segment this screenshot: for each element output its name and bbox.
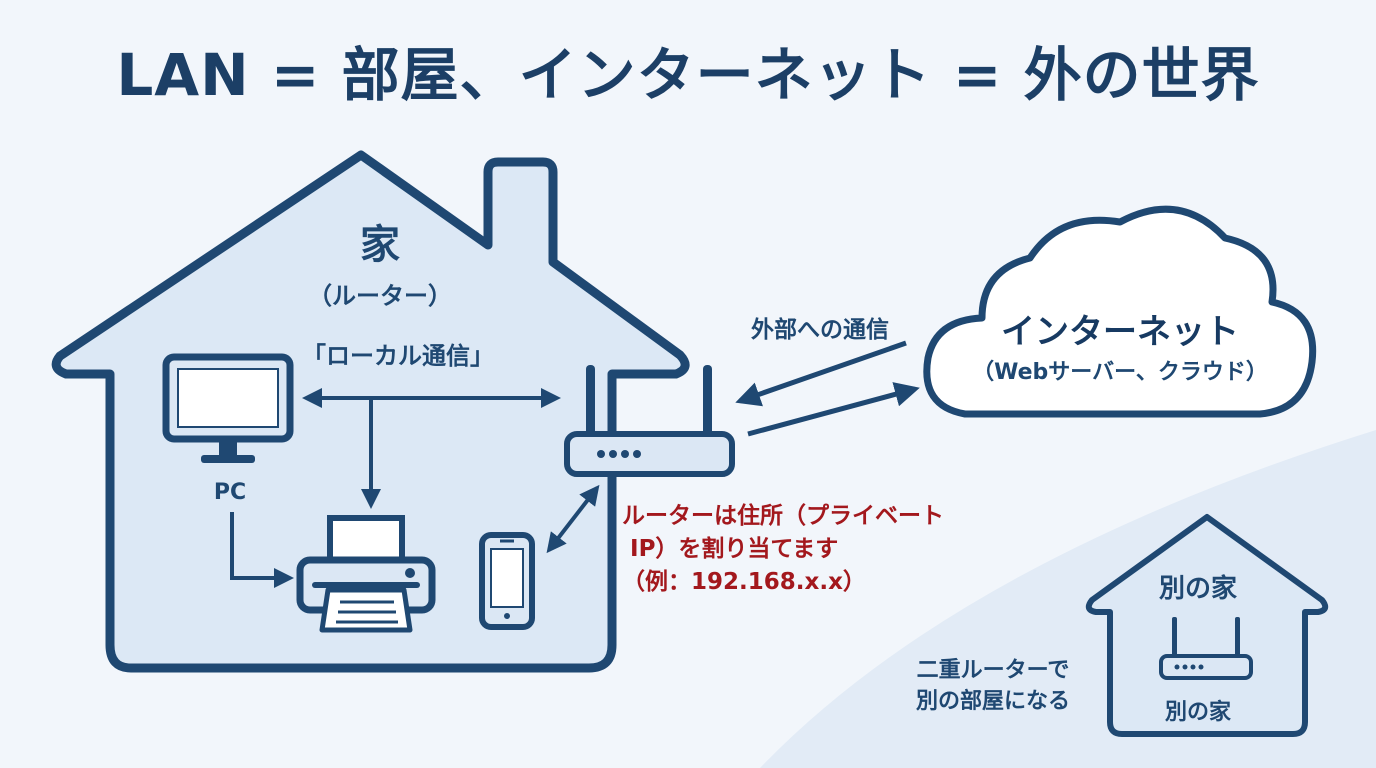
small-router-icon <box>1159 617 1253 680</box>
double-router-note-line: 二重ルーターで <box>916 658 1070 683</box>
router-note: ルーターは住所（プライベート IP）を割り当てます （例：192.168.x.x… <box>622 500 944 599</box>
router-icon <box>564 365 735 477</box>
cloud-icon <box>923 205 1317 418</box>
double-router-note: 二重ルーターで 別の部屋になる <box>880 655 1106 717</box>
internet-to-router-arrow <box>735 340 907 407</box>
house-subtitle: （ルーター） <box>308 282 452 310</box>
router-to-internet-arrow <box>747 382 920 437</box>
internet-title: インターネット <box>1001 312 1239 352</box>
pc-label: PC <box>213 480 247 505</box>
page-title: LAN = 部屋、インターネット = 外の世界 <box>116 41 1260 109</box>
router-note-line: IP）を割り当てます <box>622 536 839 562</box>
double-router-note-line: 別の部屋になる <box>915 689 1070 714</box>
other-house-title: 別の家 <box>1158 574 1237 604</box>
router-phone-arrow <box>546 484 600 554</box>
other-house-subtitle: 別の家 <box>1164 700 1231 725</box>
smartphone-icon <box>479 532 535 630</box>
local-communication-label: 「ローカル通信」 <box>302 342 494 370</box>
other-house-outline <box>1085 514 1329 737</box>
monitor-icon <box>162 353 294 463</box>
internet-subtitle: （Webサーバー、クラウド） <box>972 360 1268 385</box>
house-title: 家 <box>360 222 400 268</box>
external-communication-label: 外部への通信 <box>751 317 889 343</box>
router-note-line: （例：192.168.x.x） <box>622 569 866 595</box>
pc-printer-arrow <box>230 512 294 588</box>
external-arrows <box>735 340 920 437</box>
router-note-line: ルーターは住所（プライベート <box>622 503 944 529</box>
printer-icon <box>296 515 436 633</box>
local-arrows <box>230 388 600 588</box>
